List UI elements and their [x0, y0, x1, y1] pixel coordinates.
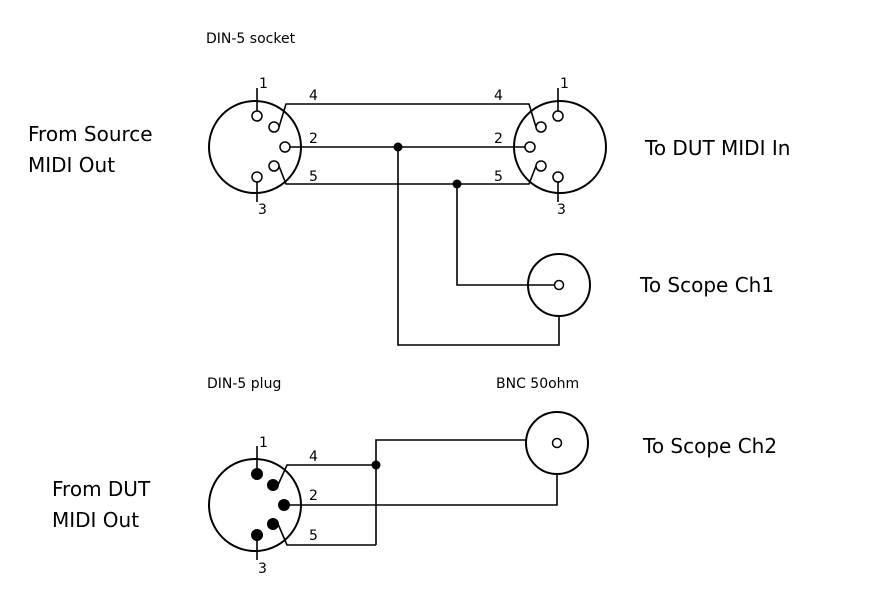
- to-dut-label: To DUT MIDI In: [644, 136, 790, 160]
- din-plug-label: DIN-5 plug: [207, 376, 281, 392]
- dut-out-din-plug: [208, 446, 302, 560]
- dut-pin-3-number: 3: [557, 202, 566, 218]
- bottom-wiring: [277, 439, 558, 546]
- from-dut-label-2: MIDI Out: [52, 508, 139, 532]
- dut-pin-2-number: 2: [494, 131, 503, 147]
- plug-pin-4: [267, 479, 279, 491]
- plug-pin-1-number: 1: [259, 435, 268, 451]
- source-pin-4-hole: [268, 121, 280, 133]
- wire-scope-ch1-signal: [456, 184, 527, 286]
- din-socket-label: DIN-5 socket: [206, 31, 296, 47]
- from-source-label-2: MIDI Out: [28, 153, 115, 177]
- plug-pin-3: [251, 529, 263, 541]
- source-pin-1-number: 1: [259, 76, 268, 92]
- dut-pin-5-number: 5: [494, 169, 503, 185]
- bnc-label: BNC 50ohm: [496, 376, 579, 392]
- dut-pin-3-hole: [552, 171, 564, 183]
- dut-pin-4-hole: [535, 121, 547, 133]
- plug-pin-2-number: 2: [309, 488, 318, 504]
- wire-pin5: [278, 165, 537, 185]
- bnc-ch2: [525, 411, 589, 475]
- plug-pin-5-number: 5: [309, 528, 318, 544]
- source-pin-4-number: 4: [309, 88, 318, 104]
- source-pin-5-hole: [268, 160, 280, 172]
- source-pin-2-hole: [279, 141, 291, 153]
- dut-pin-2-hole: [524, 141, 536, 153]
- junction-plug-pin4: [371, 460, 381, 470]
- plug-pin-4-number: 4: [309, 449, 318, 465]
- from-dut-label-1: From DUT: [52, 477, 151, 501]
- scope-ch1-label: To Scope Ch1: [639, 273, 774, 297]
- plug-pin-3-number: 3: [258, 561, 267, 577]
- wire-pin4: [278, 103, 537, 128]
- scope-ch2-label: To Scope Ch2: [642, 434, 777, 458]
- junction-pin5: [452, 179, 462, 189]
- plug-wire-pin4: [277, 464, 376, 486]
- source-pin-1-hole: [251, 110, 263, 122]
- source-pin-3-number: 3: [258, 202, 267, 218]
- wire-scope-ch1-ground: [397, 147, 560, 346]
- bnc-ch1: [527, 253, 591, 317]
- source-pin-5-number: 5: [309, 169, 318, 185]
- source-pin-3-hole: [251, 171, 263, 183]
- bnc-ch1-center: [553, 279, 565, 291]
- plug-pin-5: [267, 518, 279, 530]
- plug-pin-1: [251, 468, 263, 480]
- plug-wire-pin5: [277, 523, 376, 546]
- dut-pin-1-number: 1: [560, 76, 569, 92]
- top-wiring: [278, 103, 560, 346]
- dut-pin-1-hole: [552, 110, 564, 122]
- dut-din-socket: [513, 88, 607, 202]
- junction-pin2: [393, 142, 403, 152]
- source-din-socket: [208, 88, 302, 202]
- plug-wire-to-bnc: [375, 439, 553, 465]
- dut-pin-4-number: 4: [494, 88, 503, 104]
- dut-pin-5-hole: [535, 160, 547, 172]
- from-source-label-1: From Source: [28, 122, 153, 146]
- bnc-ch2-center: [551, 437, 563, 449]
- plug-pin-2: [278, 499, 290, 511]
- source-pin-2-number: 2: [309, 131, 318, 147]
- plug-wire-bnc-ground: [376, 474, 558, 506]
